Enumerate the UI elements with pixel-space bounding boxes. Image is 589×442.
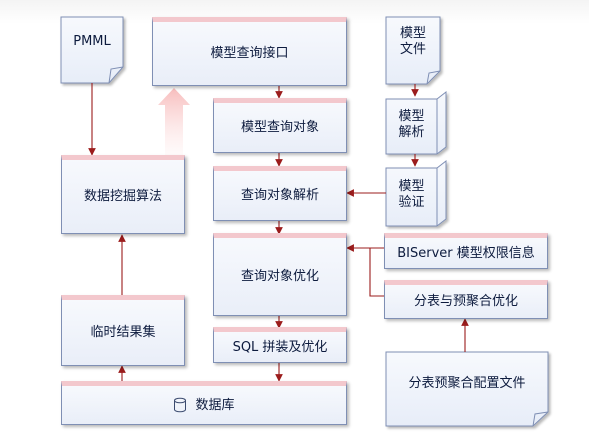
- biserver-permission-label: BIServer 模型权限信息: [397, 245, 535, 261]
- data-mining-algorithm-box: 数据挖掘算法: [61, 155, 185, 234]
- model-query-object-box: 模型查询对象: [213, 98, 347, 153]
- query-object-parse-label: 查询对象解析: [240, 188, 319, 203]
- pmml-document: [60, 16, 124, 84]
- sql-concat-optimize-box: SQL 拼装及优化: [213, 327, 347, 363]
- query-object-parse-box: 查询对象解析: [213, 166, 347, 221]
- temp-result-set-box: 临时结果集: [61, 295, 185, 366]
- model-verify-label: 模型 验证: [398, 179, 425, 210]
- query-object-optimize-box: 查询对象优化: [213, 233, 347, 316]
- sharding-preagg-optimize-box: 分表与预聚合优化: [384, 280, 548, 319]
- model-query-interface-label: 模型查询接口: [210, 46, 289, 61]
- query-object-optimize-label: 查询对象优化: [240, 269, 319, 284]
- sharding-preagg-optimize-label: 分表与预聚合优化: [413, 294, 518, 309]
- model-parse-label: 模型 解析: [398, 109, 425, 140]
- biserver-permission-box: BIServer 模型权限信息: [384, 233, 548, 269]
- model-file-document: [385, 16, 441, 85]
- data-mining-algorithm-label: 数据挖掘算法: [83, 189, 162, 204]
- model-query-interface-box: 模型查询接口: [152, 17, 347, 86]
- model-query-object-label: 模型查询对象: [240, 120, 319, 135]
- database-box: 数据库: [61, 381, 347, 425]
- return-flow-arrow: [158, 88, 190, 156]
- model-parse-shape: [385, 90, 447, 155]
- model-verify-shape: [385, 159, 447, 227]
- temp-result-set-label: 临时结果集: [90, 325, 156, 340]
- pmml-label: PMML: [73, 34, 111, 49]
- model-file-label: 模型 文件: [399, 26, 426, 57]
- database-label: 数据库: [195, 397, 235, 413]
- database-label-group: 数据库: [173, 397, 235, 414]
- connectors: [88, 83, 469, 382]
- sharding-config-label: 分表预聚合配置文件: [408, 376, 526, 391]
- database-icon: [174, 397, 187, 413]
- sql-concat-optimize-label: SQL 拼装及优化: [232, 339, 328, 355]
- sharding-config-document: [385, 351, 549, 427]
